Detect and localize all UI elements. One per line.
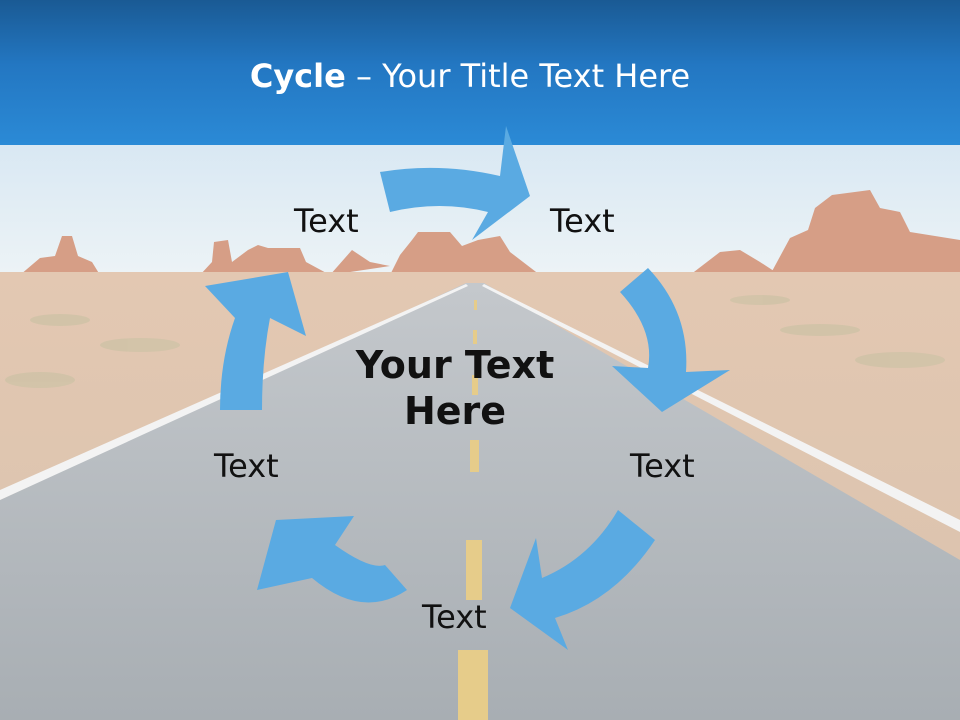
shrubs <box>5 295 945 388</box>
slide-title: Cycle – Your Title Text Here <box>0 56 940 96</box>
cycle-arrow-icon <box>380 126 530 240</box>
node-bottom: Text <box>422 598 487 636</box>
node-top-right: Text <box>550 202 615 240</box>
node-left: Text <box>214 447 279 485</box>
center-line <box>458 300 488 720</box>
center-line-1: Your Text <box>355 343 555 387</box>
title-bar <box>0 0 960 145</box>
road-edge-right <box>482 284 960 532</box>
cycle-arrow-icon <box>510 510 655 650</box>
center-text: Your Text Here <box>330 342 580 434</box>
title-rest: – Your Title Text Here <box>345 57 691 95</box>
title-bold: Cycle <box>249 57 346 95</box>
node-top-left: Text <box>294 202 359 240</box>
cycle-arrow-icon <box>205 272 306 410</box>
cycle-arrow-icon <box>612 268 730 412</box>
node-right: Text <box>630 447 695 485</box>
center-line-2: Here <box>403 389 507 433</box>
cycle-arrow-icon <box>257 516 407 603</box>
mesas <box>20 190 960 275</box>
